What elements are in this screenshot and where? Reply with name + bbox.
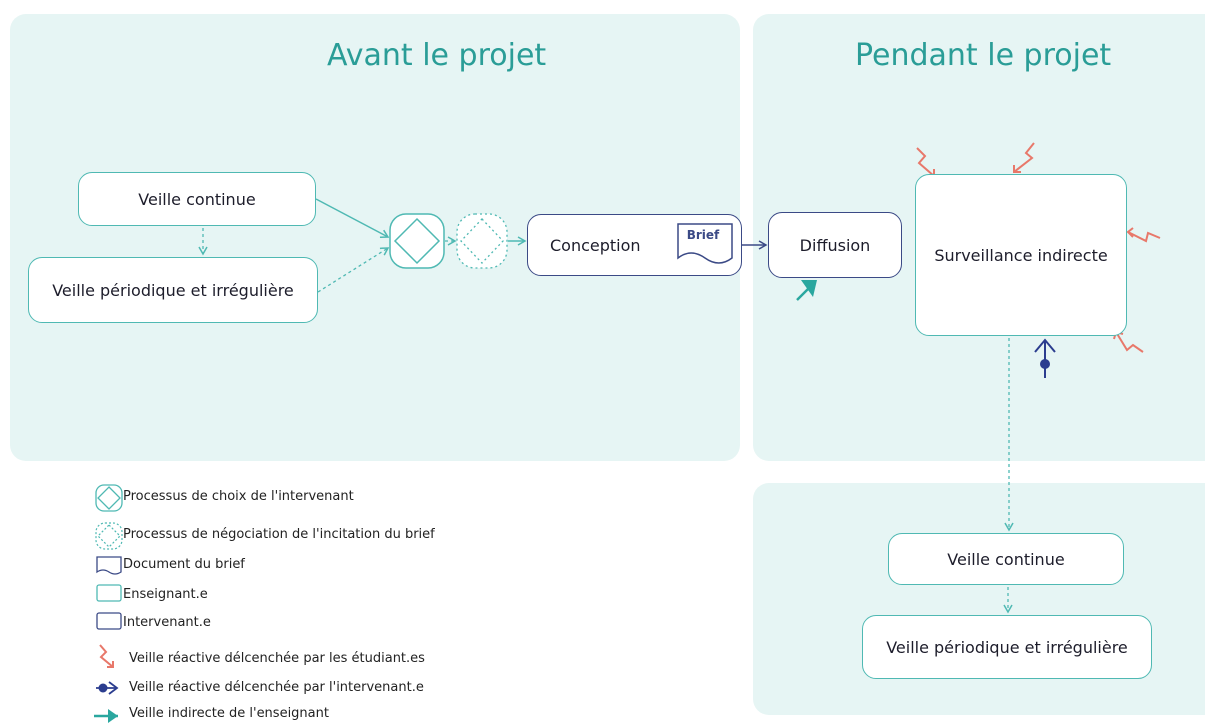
surveillance-label: Surveillance indirecte (934, 245, 1108, 265)
intervenant-legend-icon (96, 612, 122, 630)
veille-periodique-label: Veille périodique et irrégulière (52, 280, 294, 300)
surveillance-indirecte-node: Surveillance indirecte (915, 174, 1127, 336)
document-legend-icon (96, 556, 122, 575)
legend-label-indirecte: Veille indirecte de l'enseignant (129, 706, 329, 721)
enseignant-legend-icon (96, 584, 122, 602)
during-project-lower-panel (753, 483, 1205, 715)
during-project-title: Pendant le projet (855, 38, 1112, 73)
veille-continue-node: Veille continue (78, 172, 316, 226)
legend-label-reactive-intervenant: Veille réactive délcenchée par l'interve… (129, 680, 424, 695)
diffusion-node: Diffusion (768, 212, 902, 278)
legend-label-intervenant: Intervenant.e (123, 615, 211, 630)
lower-veille-periodique-label: Veille périodique et irrégulière (886, 637, 1128, 657)
before-project-title: Avant le projet (327, 38, 547, 73)
negociation-legend-icon (95, 522, 123, 550)
lower-veille-continue-label: Veille continue (947, 549, 1065, 569)
choix-legend-icon (95, 484, 123, 512)
legend-label-enseignant: Enseignant.e (123, 587, 208, 602)
conception-label: Conception (550, 235, 641, 255)
lower-veille-continue-node: Veille continue (888, 533, 1124, 585)
legend-label-document: Document du brief (123, 557, 245, 572)
veille-continue-label: Veille continue (138, 189, 256, 209)
lower-veille-periodique-node: Veille périodique et irrégulière (862, 615, 1152, 679)
legend-label-choix: Processus de choix de l'intervenant (123, 489, 354, 504)
diffusion-label: Diffusion (799, 235, 871, 255)
veille-periodique-node: Veille périodique et irrégulière (28, 257, 318, 323)
intervenant-reactive-legend-icon (96, 681, 119, 695)
legend-label-reactive-etudiants: Veille réactive délcenchée par les étudi… (129, 651, 425, 666)
indirect-legend-icon (94, 709, 118, 723)
brief-document-icon (677, 223, 733, 264)
legend-label-negociation: Processus de négociation de l'incitation… (123, 527, 435, 542)
student-reactive-legend-icon (99, 644, 114, 668)
brief-label: Brief (686, 228, 720, 242)
